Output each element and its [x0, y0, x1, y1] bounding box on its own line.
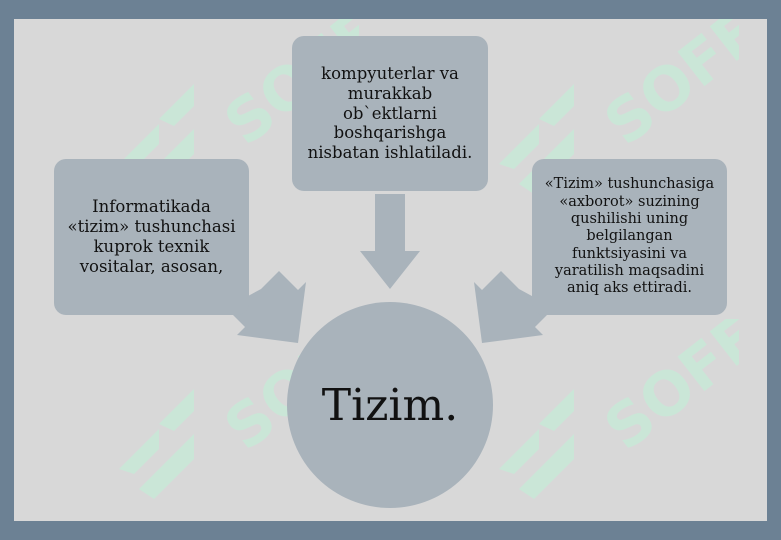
- arrow-down: [360, 194, 420, 289]
- center-label: Tizim.: [321, 379, 459, 431]
- center-circle: Tizim.: [287, 302, 493, 508]
- arrow-left-diagonal: [226, 271, 306, 343]
- right-box: «Tizim» tushunchasiga «axborot» suzining…: [532, 159, 727, 315]
- arrow-right-diagonal: [474, 271, 554, 343]
- watermark-soff-logo: SOFF: [499, 319, 739, 499]
- left-box: Informatikada «tizim» tushunchasi kuprok…: [54, 159, 249, 315]
- slide: SOFF SOFF SOFF SOFF Informatikada «tizim…: [14, 19, 767, 521]
- top-box: kompyuterlar va murakkab ob`ektlarni bos…: [292, 36, 488, 191]
- watermark-soff-logo: SOFF: [499, 19, 739, 194]
- arrows-layer: [226, 194, 554, 343]
